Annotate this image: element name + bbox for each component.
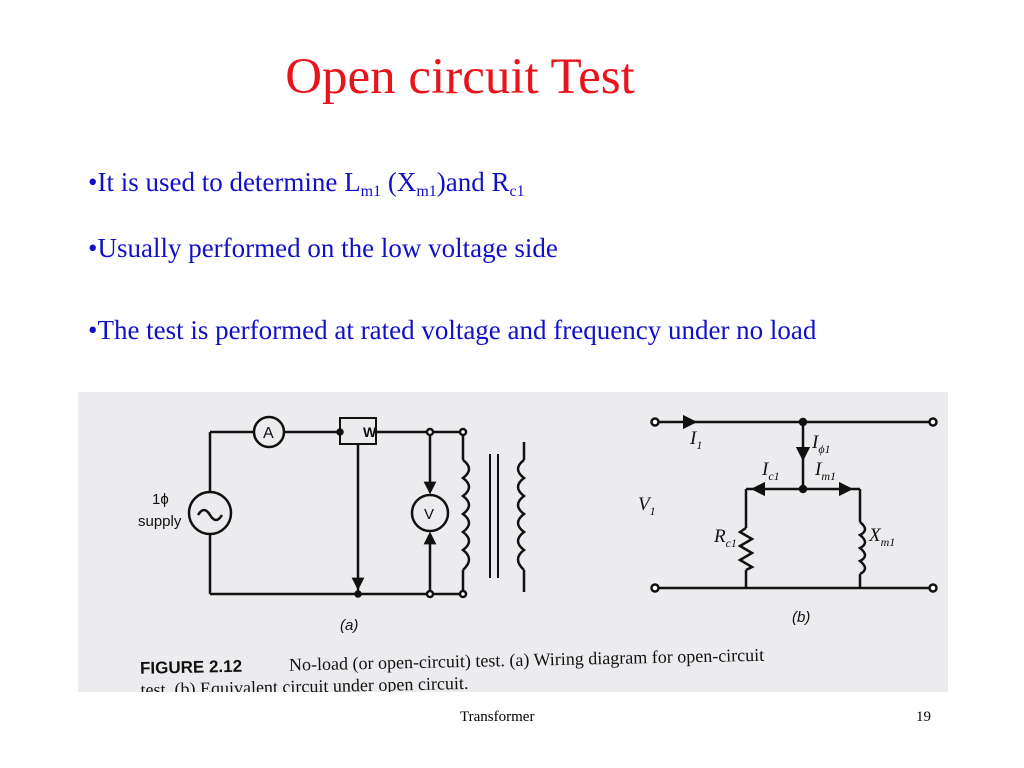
voltage-v1-label: V1	[638, 494, 656, 518]
current-arrows	[676, 414, 854, 497]
page-number: 19	[916, 709, 931, 725]
phase-label: 1ϕ	[152, 491, 169, 508]
bullet1-sub-m1-l: m1	[360, 183, 382, 200]
current-iphi-label: Iϕ1	[811, 432, 831, 456]
slide-title: Open circuit Test	[285, 49, 635, 105]
wattmeter-label: W	[363, 424, 377, 440]
figure-label-b: (b)	[792, 609, 810, 626]
footer-title: Transformer	[460, 709, 535, 725]
current-ic-label: Ic1	[761, 459, 780, 483]
bullet1-sub-c1: c1	[509, 183, 525, 200]
bullet1-mid2: )and R	[436, 167, 510, 197]
bullet-rated-voltage: •The test is performed at rated voltage …	[88, 315, 817, 345]
voltmeter-arrows	[351, 442, 437, 591]
figure-caption-number: FIGURE 2.12	[140, 657, 242, 678]
bullet-determine-parameters: •It is used to determine Lm1 (Xm1)and Rc…	[88, 166, 525, 202]
figure-scan: A W V 1ϕ supply (a) I1 Iϕ1 Ic1 Im1 V1 Rc…	[78, 392, 948, 692]
bullet1-mid: (X	[381, 167, 417, 197]
voltmeter-label: V	[424, 506, 434, 523]
bullet1-sub-m1-x: m1	[416, 183, 437, 200]
circuit-diagram: A W V 1ϕ supply (a) I1 Iϕ1 Ic1 Im1 V1 Rc…	[78, 392, 948, 692]
ammeter-label: A	[263, 425, 274, 442]
supply-label: supply	[138, 513, 182, 530]
reactance-xm-label: Xm1	[868, 525, 895, 549]
figure-label-a: (a)	[340, 617, 358, 634]
current-i1-label: I1	[689, 428, 702, 452]
bullet1-prefix: •It is used to determine L	[88, 167, 361, 197]
resistor-rc-label: Rc1	[713, 526, 737, 550]
current-im-label: Im1	[814, 459, 836, 483]
bullet-low-voltage-side: •Usually performed on the low voltage si…	[88, 233, 558, 263]
figure-caption-line2: test. (b) Equivalent circuit under open …	[140, 673, 468, 692]
